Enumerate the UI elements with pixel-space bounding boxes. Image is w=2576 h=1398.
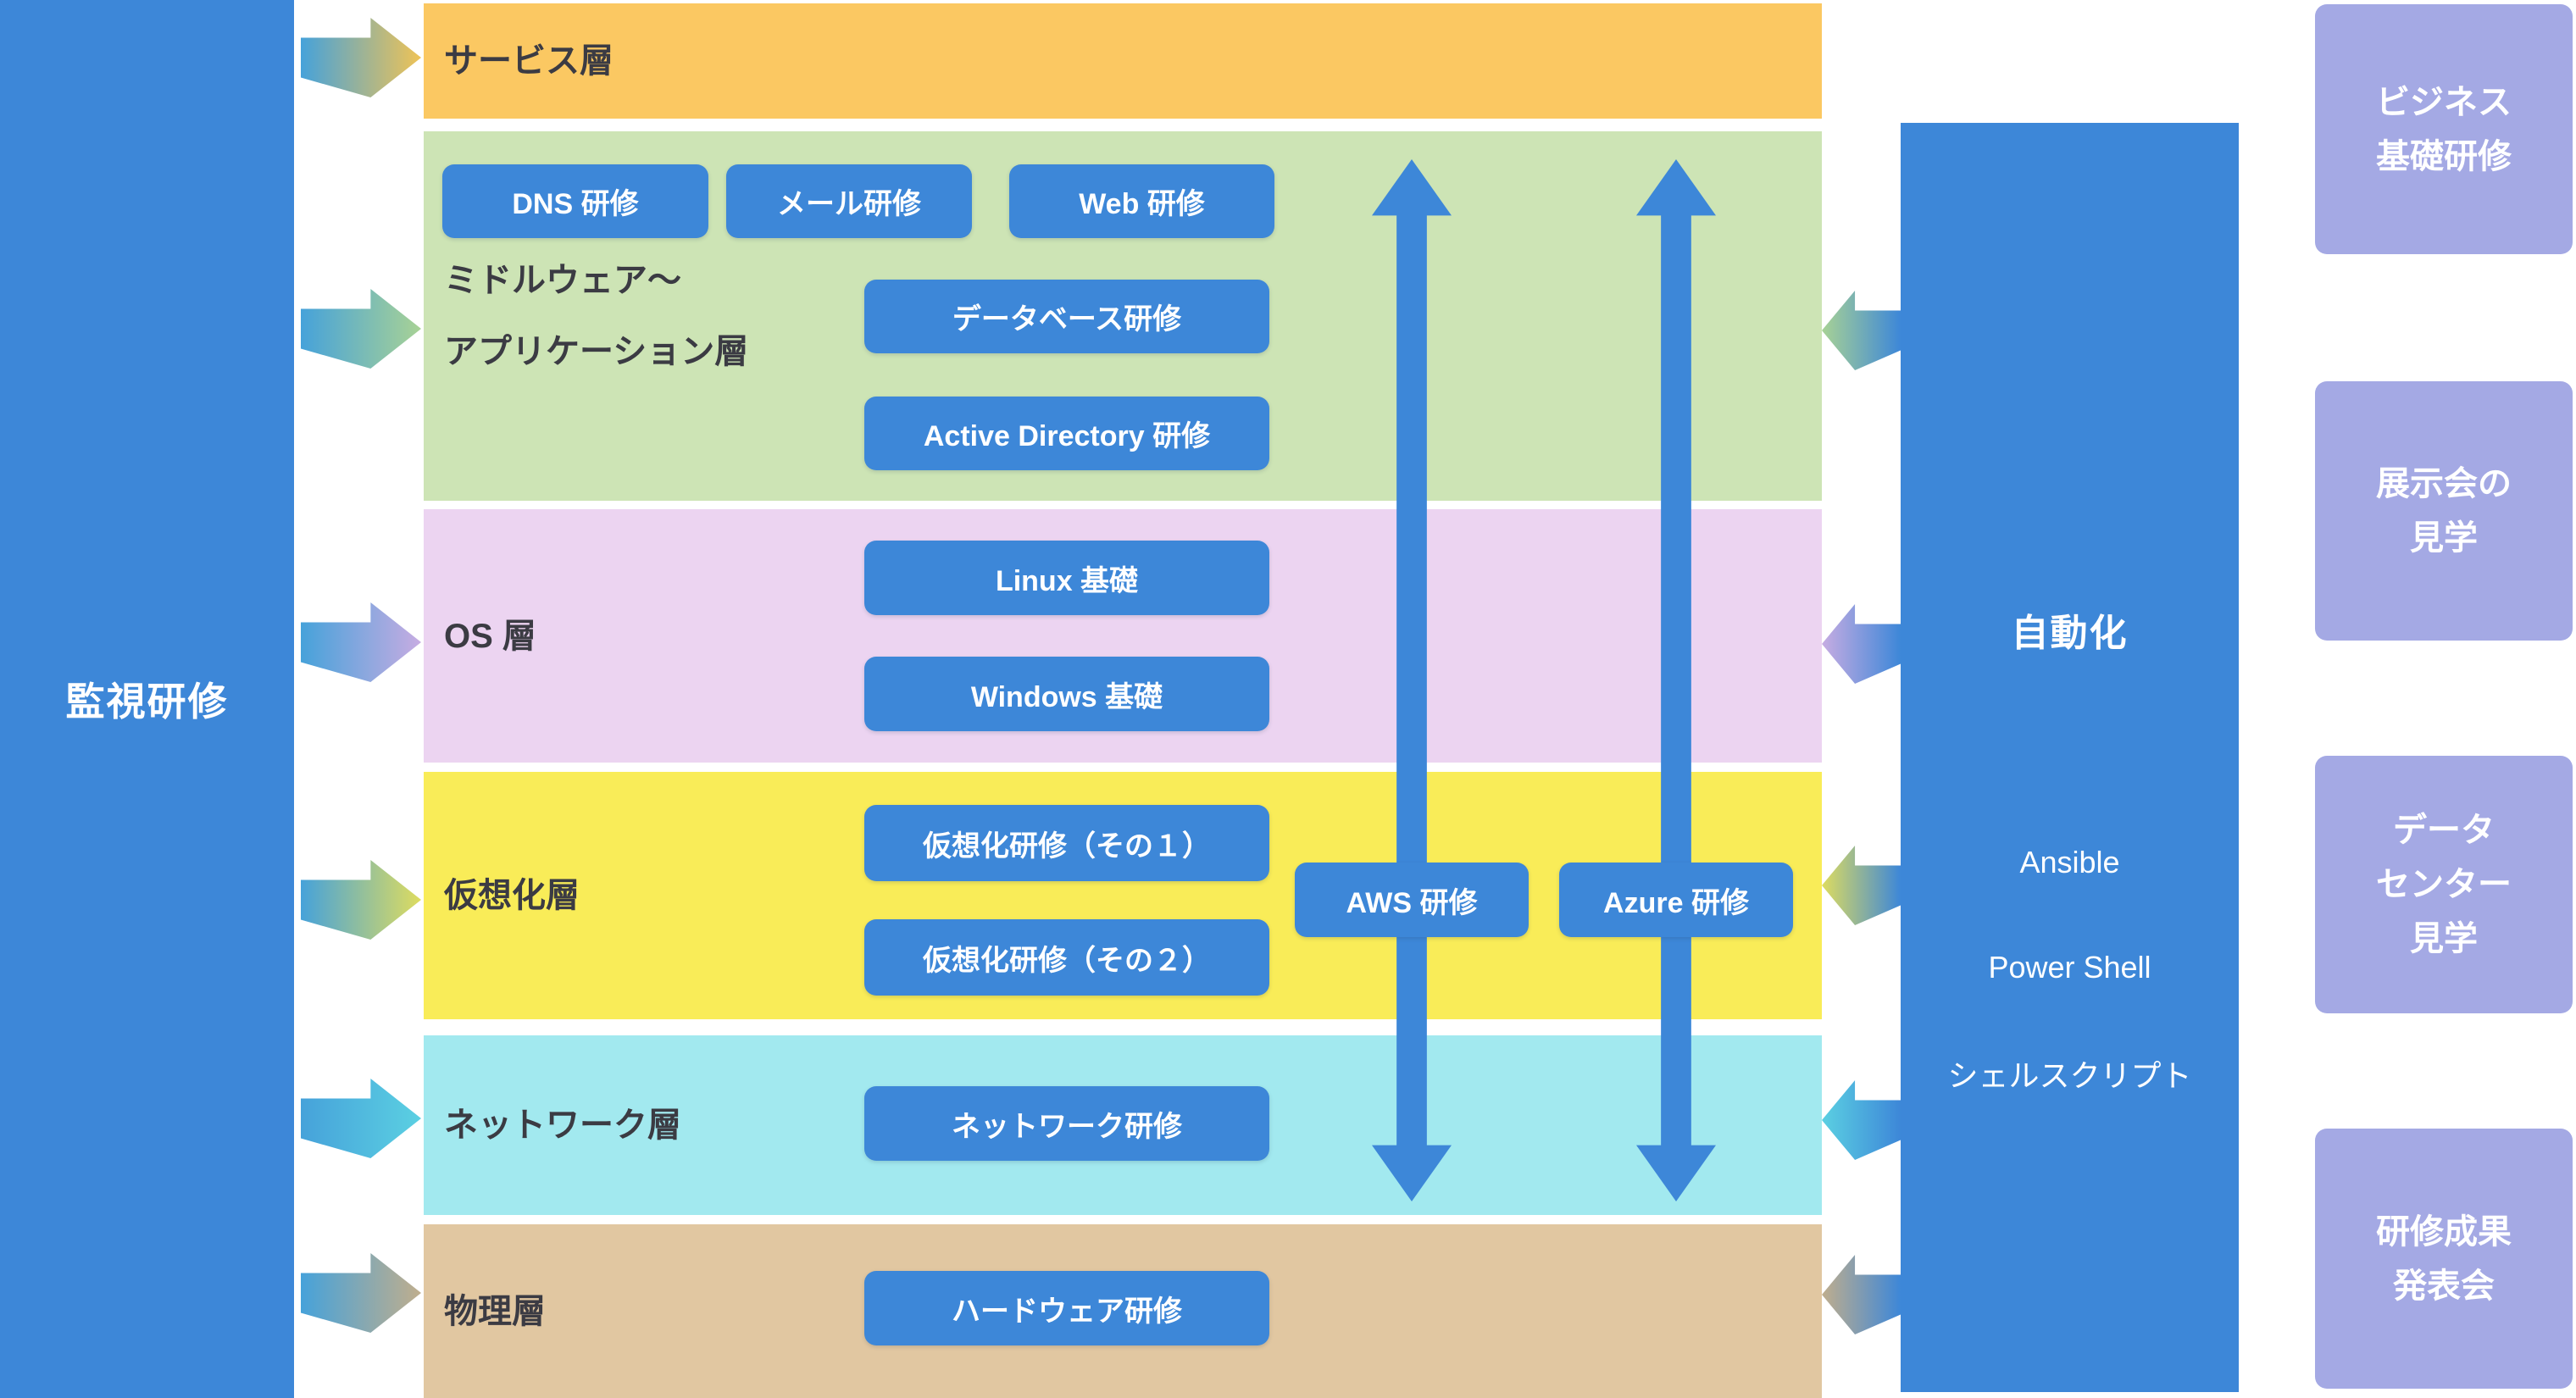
layer-physical-label: 物理層 (444, 1292, 546, 1330)
automation-arrow-network-icon (1822, 1080, 1901, 1160)
card-line: 研修成果 (2376, 1212, 2512, 1251)
monitor-arrow-service-icon (301, 18, 421, 97)
card-line: 見学 (2410, 519, 2478, 557)
training-results-presentation-card[interactable]: 研修成果 発表会 (2315, 1129, 2573, 1389)
monitor-arrow-middleware-icon (301, 289, 421, 369)
layer-network-label: ネットワーク層 (444, 1107, 681, 1144)
windows-basics-button[interactable]: Windows 基礎 (864, 657, 1269, 731)
virtualization-training-1-button[interactable]: 仮想化研修（その１） (864, 805, 1269, 881)
linux-basics-button[interactable]: Linux 基礎 (864, 541, 1269, 615)
layer-os-label: OS 層 (444, 617, 536, 655)
card-line: 見学 (2410, 920, 2478, 957)
network-training-button[interactable]: ネットワーク研修 (864, 1086, 1269, 1161)
card-line: センター (2376, 866, 2512, 903)
hardware-training-button[interactable]: ハードウェア研修 (864, 1271, 1269, 1345)
automation-title: 自動化 (2011, 613, 2129, 654)
automation-item-ansible: Ansible (2019, 845, 2120, 879)
card-line: データ (2393, 812, 2495, 849)
mail-training-button[interactable]: メール研修 (726, 164, 972, 238)
layer-service-label: サービス層 (444, 42, 613, 80)
layer-network: ネットワーク層 (424, 1035, 1822, 1215)
datacenter-tour-card[interactable]: データ センター 見学 (2315, 756, 2573, 1013)
monitoring-sidebar: 監視研修 (0, 0, 294, 1398)
monitoring-label: 監視研修 (65, 680, 229, 724)
automation-panel: 自動化 Ansible Power Shell シェルスクリプト (1901, 123, 2239, 1392)
monitor-arrow-physical-icon (301, 1253, 421, 1333)
layer-service: サービス層 (424, 3, 1822, 119)
card-line: 基礎研修 (2376, 137, 2512, 175)
aws-training-button[interactable]: AWS 研修 (1295, 863, 1529, 937)
exhibition-visit-card[interactable]: 展示会の 見学 (2315, 381, 2573, 641)
active-directory-training-button[interactable]: Active Directory 研修 (864, 397, 1269, 470)
web-training-button[interactable]: Web 研修 (1009, 164, 1274, 238)
monitor-arrow-os-icon (301, 602, 421, 682)
monitor-arrow-network-icon (301, 1079, 421, 1158)
automation-arrow-middleware-icon (1822, 291, 1901, 370)
automation-arrow-physical-icon (1822, 1255, 1901, 1334)
monitor-arrow-virtualization-icon (301, 860, 421, 940)
layer-middleware-label: ミドルウェア〜 アプリケーション層 (444, 262, 749, 370)
card-line: 展示会の (2376, 465, 2512, 502)
automation-arrow-os-icon (1822, 604, 1901, 684)
card-line: ビジネス (2376, 83, 2512, 121)
dns-training-button[interactable]: DNS 研修 (442, 164, 708, 238)
database-training-button[interactable]: データベース研修 (864, 280, 1269, 353)
automation-arrow-virtualization-icon (1822, 846, 1901, 925)
automation-item-powershell: Power Shell (1988, 950, 2151, 985)
business-basics-training-card[interactable]: ビジネス 基礎研修 (2315, 4, 2573, 254)
layer-virtualization-label: 仮想化層 (444, 877, 580, 914)
card-line: 発表会 (2393, 1267, 2495, 1305)
automation-item-shellscript: シェルスクリプト (1947, 1058, 2192, 1093)
virtualization-training-2-button[interactable]: 仮想化研修（その２） (864, 919, 1269, 996)
azure-training-button[interactable]: Azure 研修 (1559, 863, 1793, 937)
